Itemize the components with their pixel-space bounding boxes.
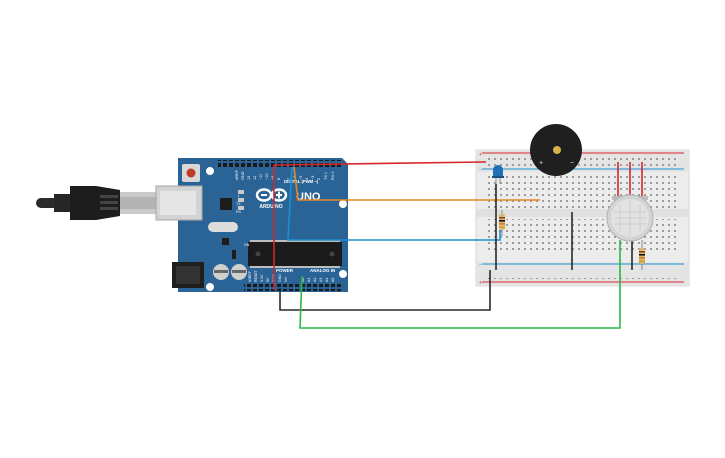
green-wire[interactable] — [299, 258, 621, 329]
svg-text:3.3V: 3.3V — [260, 274, 264, 282]
mounting-hole — [206, 283, 214, 291]
arduino-logo — [255, 188, 288, 202]
rail-minus-label: − — [479, 167, 482, 173]
svg-text:GND: GND — [241, 171, 245, 180]
analog-in-label: ANALOG IN — [310, 268, 335, 273]
svg-text:TX 1: TX 1 — [324, 172, 328, 180]
svg-text:7: 7 — [287, 178, 291, 180]
uno-wordmark: UNO — [296, 191, 321, 203]
svg-text:2: 2 — [317, 178, 321, 180]
digital-header-label: DIGITAL (PWM ~) — [284, 179, 319, 184]
svg-text:13: 13 — [247, 176, 251, 180]
svg-text:IOREF: IOREF — [248, 270, 252, 282]
led-label-l: L — [238, 194, 240, 198]
led[interactable] — [492, 165, 504, 184]
power-analog-header[interactable] — [244, 284, 342, 291]
blue-wire[interactable] — [287, 166, 501, 241]
resistor[interactable] — [639, 240, 645, 270]
svg-text:AREF: AREF — [235, 169, 239, 180]
gas-sensor[interactable] — [606, 194, 654, 242]
sensor-mesh-icon — [614, 200, 646, 236]
svg-text:A3: A3 — [319, 278, 323, 282]
resistor[interactable] — [499, 210, 505, 236]
rail-plus-label: + — [479, 152, 482, 158]
led-label-tx: TX — [236, 202, 241, 206]
black-wire[interactable] — [279, 270, 491, 311]
svg-text:Vin: Vin — [284, 277, 288, 282]
mounting-hole — [339, 270, 347, 278]
buzzer-minus-label: − — [570, 160, 574, 167]
svg-text:12: 12 — [253, 176, 257, 180]
svg-text:~5: ~5 — [299, 176, 303, 180]
svg-text:8: 8 — [277, 178, 281, 180]
on-label: ON — [244, 243, 250, 247]
power-label: POWER — [276, 268, 294, 273]
center-channel — [476, 209, 689, 217]
arduino-uno-board[interactable]: ARDUINO UNO DIGITAL (PWM ~) POWER ANALOG… — [155, 158, 348, 292]
led-label-rx: RX — [236, 210, 242, 214]
svg-text:5V: 5V — [266, 277, 270, 282]
svg-text:~10: ~10 — [265, 174, 269, 180]
svg-text:A2: A2 — [313, 278, 317, 282]
orange-wire[interactable] — [293, 166, 540, 201]
svg-text:A1: A1 — [307, 278, 311, 282]
svg-text:RX 0: RX 0 — [331, 172, 335, 180]
rail-plus-label: + — [479, 280, 482, 286]
mounting-hole — [339, 200, 347, 208]
terminal-strip-top[interactable] — [488, 176, 680, 208]
rail-minus-label: − — [479, 262, 482, 268]
svg-text:A4: A4 — [325, 278, 329, 282]
piezo-buzzer[interactable]: + − — [530, 124, 582, 176]
red-wire[interactable] — [273, 161, 486, 290]
svg-text:4: 4 — [305, 178, 309, 180]
buzzer-center-icon — [553, 146, 561, 154]
svg-text:RESET: RESET — [254, 269, 258, 282]
atmega-chip — [248, 242, 342, 266]
mounting-hole — [206, 167, 214, 175]
digital-header[interactable] — [218, 160, 342, 167]
crystal-icon — [208, 222, 238, 232]
svg-text:~9: ~9 — [271, 176, 275, 180]
usb-cable[interactable] — [36, 186, 158, 220]
svg-text:~11: ~11 — [259, 174, 263, 180]
breadboard[interactable]: + − − + — [475, 149, 690, 287]
svg-text:~3: ~3 — [311, 176, 315, 180]
svg-text:GND: GND — [278, 274, 282, 282]
svg-text:A0: A0 — [301, 278, 305, 282]
buzzer-plus-label: + — [539, 160, 543, 167]
svg-text:A5: A5 — [331, 278, 335, 282]
arduino-wordmark: ARDUINO — [259, 204, 282, 210]
usb-chip — [220, 198, 232, 210]
